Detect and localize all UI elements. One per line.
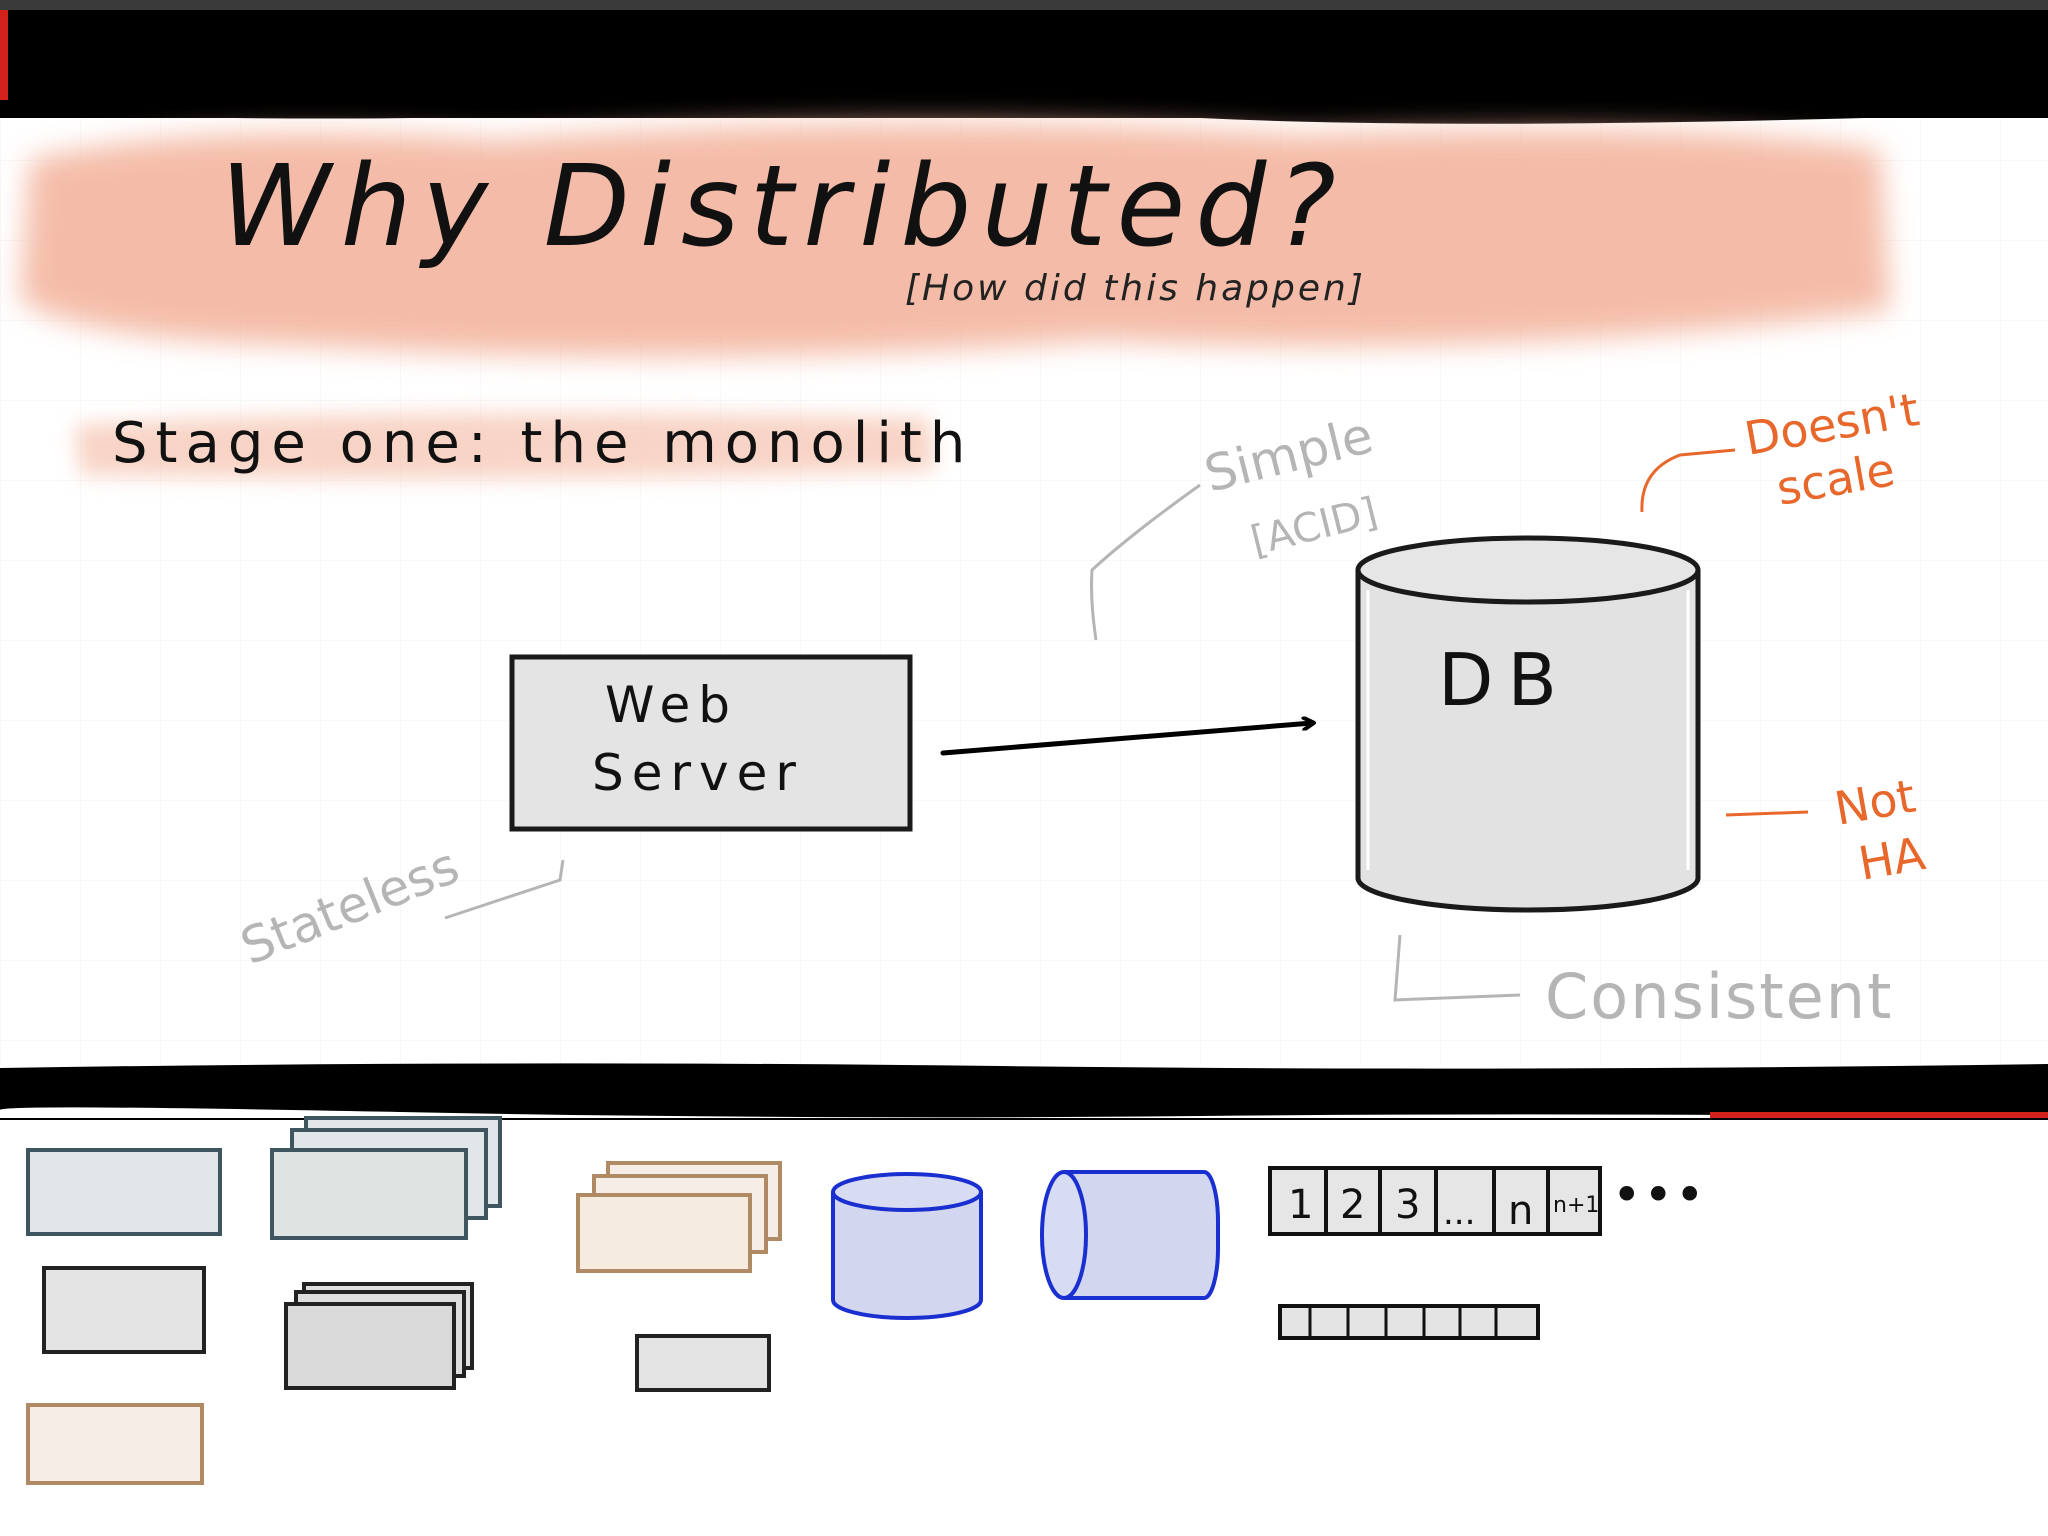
web-server-label-line2: Server — [592, 744, 804, 802]
web-server-box: Web Server — [509, 654, 913, 832]
queue-cell-ellipsis: ... — [1443, 1193, 1475, 1233]
not-ha-annotation: Not HA — [1725, 769, 1930, 891]
queue-cell-n: n — [1508, 1188, 1533, 1234]
queue-cell-2: 2 — [1340, 1182, 1365, 1228]
ha-label: HA — [1855, 826, 1930, 891]
palette-queue-small[interactable] — [1278, 1304, 1540, 1340]
queue-cell-1: 1 — [1288, 1182, 1313, 1228]
palette-stack-slate[interactable] — [270, 1116, 502, 1240]
palette-drum-blue[interactable] — [1040, 1170, 1220, 1301]
doesnt-scale-annotation: Doesn't scale — [1640, 382, 1923, 516]
consistent-label: Consistent — [1545, 960, 1893, 1033]
palette-box-gray[interactable] — [42, 1266, 206, 1354]
palette-db-blue[interactable] — [831, 1172, 983, 1320]
page-title: Why Distributed? — [220, 142, 1346, 272]
web-server-label-line1: Web — [605, 676, 738, 734]
stage-highlight — [75, 412, 935, 479]
palette-stack-tan[interactable] — [576, 1161, 782, 1273]
database-cylinder: DB — [1355, 535, 1701, 913]
more-shapes-icon[interactable]: ••• — [1612, 1166, 1706, 1224]
stage-heading: Stage one: the monolith — [112, 411, 973, 476]
bottom-border-bar — [0, 1063, 2048, 1120]
top-border-bar — [0, 0, 2048, 124]
shape-palette[interactable]: 1 2 3 ... n n+1 ••• — [26, 1116, 1706, 1485]
palette-queue[interactable]: 1 2 3 ... n n+1 — [1268, 1166, 1602, 1236]
database-label: DB — [1438, 638, 1571, 722]
title-highlight — [20, 123, 1890, 357]
queue-cell-3: 3 — [1395, 1182, 1420, 1228]
palette-box-small-gray[interactable] — [635, 1334, 771, 1392]
palette-box-tan[interactable] — [26, 1403, 204, 1485]
request-arrow — [940, 723, 1312, 756]
consistent-annotation: Consistent — [1393, 934, 1893, 1033]
palette-box-slate[interactable] — [26, 1148, 222, 1236]
palette-stack-gray[interactable] — [284, 1282, 474, 1390]
page-subtitle: [How did this happen] — [905, 268, 1366, 309]
queue-cell-n-plus-1: n+1 — [1553, 1193, 1599, 1218]
